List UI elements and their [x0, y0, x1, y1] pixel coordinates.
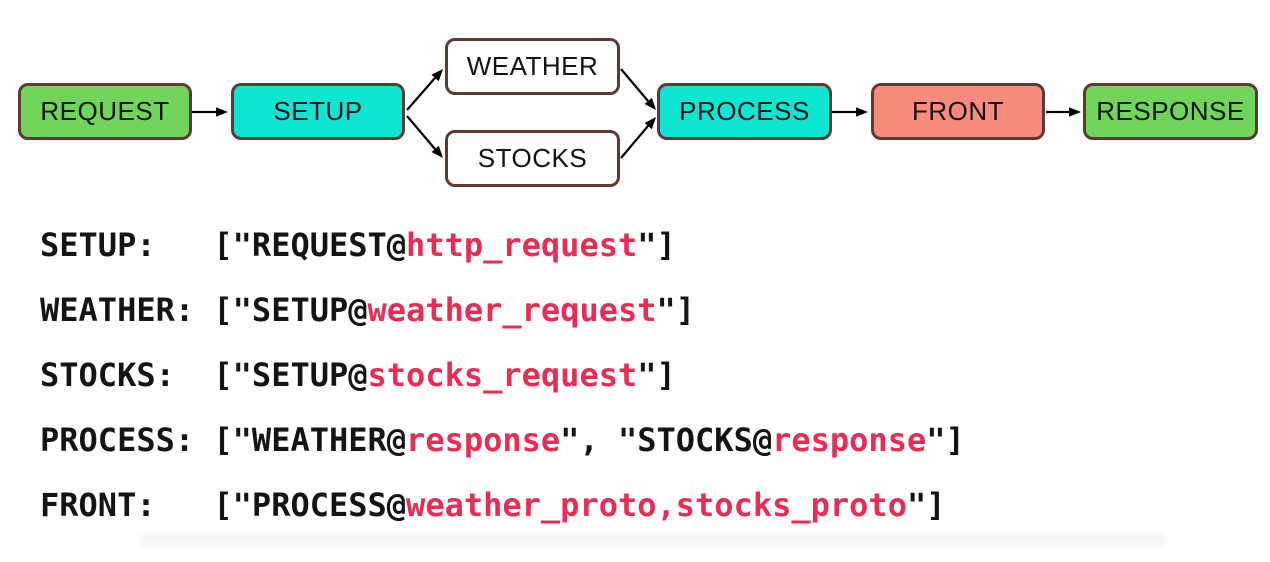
mapping-line: STOCKS: ["SETUP@stocks_request"] — [40, 355, 965, 395]
node-stocks-label: STOCKS — [477, 143, 588, 173]
mapping-text: ["PROCESS@ — [213, 486, 407, 524]
node-weather: WEATHER — [445, 38, 620, 95]
mapping-port-name: weather_proto — [406, 486, 657, 524]
mapping-text: ["SETUP@ — [213, 291, 368, 329]
mapping-port-name: stocks_request — [367, 356, 638, 394]
mapping-text: ["REQUEST@ — [213, 226, 407, 264]
node-setup: SETUP — [231, 83, 405, 140]
mapping-node-label: FRONT: — [40, 486, 156, 524]
mapping-port-name: , — [656, 486, 676, 524]
node-setup-label: SETUP — [273, 96, 363, 126]
mapping-port-name: weather_request — [367, 291, 657, 329]
mapping-node-label: WEATHER: — [40, 291, 195, 329]
node-request-label: REQUEST — [40, 96, 170, 126]
mapping-line: FRONT: ["PROCESS@weather_proto,stocks_pro… — [40, 485, 965, 525]
mapping-port-name: stocks_proto — [675, 486, 907, 524]
node-front-label: FRONT — [911, 96, 1005, 126]
mapping-text: "] — [906, 486, 946, 524]
mapping-line: WEATHER: ["SETUP@weather_request"] — [40, 290, 965, 330]
bottom-shadow-strip — [140, 534, 1165, 550]
node-response-label: RESPONSE — [1096, 96, 1245, 126]
node-stocks: STOCKS — [445, 130, 620, 187]
node-response: RESPONSE — [1083, 83, 1258, 140]
mapping-port-name: response — [772, 421, 927, 459]
mapping-text: "] — [656, 291, 696, 329]
mapping-text: ["WEATHER@ — [213, 421, 407, 459]
mapping-port-name: response — [406, 421, 561, 459]
node-request: REQUEST — [18, 83, 192, 140]
mapping-text: "] — [637, 226, 676, 264]
mapping-text: ", "STOCKS@ — [560, 421, 773, 459]
mapping-line: SETUP: ["REQUEST@http_request"] — [40, 225, 965, 265]
flow-diagram: REQUEST SETUP WEATHER STOCKS PROCESS FRO… — [0, 0, 1270, 210]
mapping-port-name: http_request — [406, 226, 638, 264]
mapping-text: "] — [926, 421, 965, 459]
node-weather-label: WEATHER — [466, 51, 599, 81]
mapping-node-label: STOCKS: — [40, 356, 175, 394]
mapping-node-label: PROCESS: — [40, 421, 195, 459]
mapping-node-label: SETUP: — [40, 226, 156, 264]
mapping-line: PROCESS:["WEATHER@response", "STOCKS@res… — [40, 420, 965, 460]
node-process: PROCESS — [657, 83, 832, 140]
mapping-list: SETUP:["REQUEST@http_request"]WEATHER:["… — [40, 225, 965, 525]
mapping-text: "] — [637, 356, 676, 394]
node-process-label: PROCESS — [679, 96, 810, 126]
mapping-text: ["SETUP@ — [213, 356, 368, 394]
node-front: FRONT — [871, 83, 1045, 140]
